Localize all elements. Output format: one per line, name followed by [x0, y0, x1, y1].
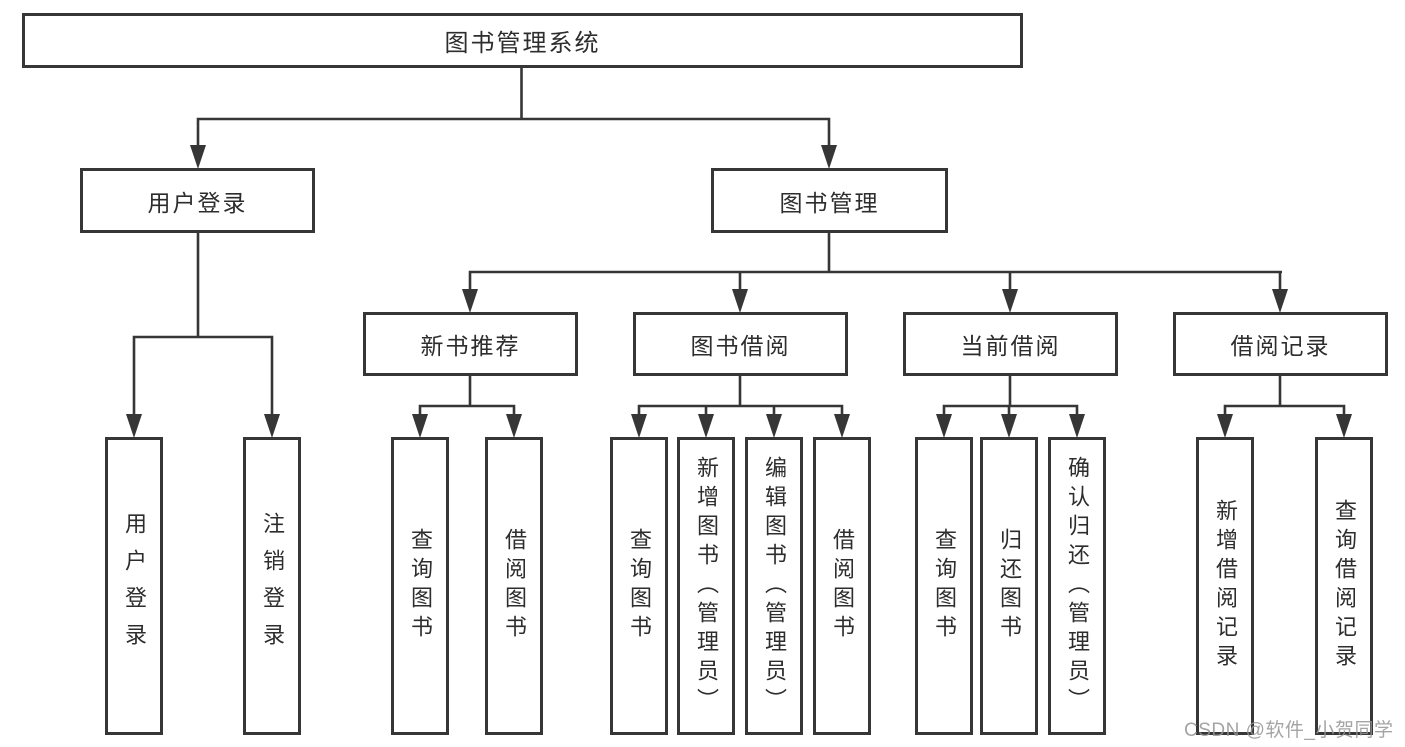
leaf-label: 注销登录: [260, 512, 285, 660]
leaf-borrow-books-newbook: 借阅图书: [485, 437, 543, 735]
node-user-login: 用户登录: [80, 168, 315, 233]
node-label: 图书借阅: [690, 333, 791, 359]
leaf-query-borrow-record: 查询借阅记录: [1315, 437, 1373, 735]
node-label: 图书管理系统: [444, 30, 601, 57]
leaf-edit-book-admin: 编辑图书（管理员）: [745, 437, 803, 735]
leaf-label: 查询图书: [627, 528, 652, 644]
leaf-confirm-return-admin: 确认归还（管理员）: [1048, 437, 1106, 735]
node-label: 当前借阅: [960, 333, 1061, 359]
leaf-add-borrow-record: 新增借阅记录: [1196, 437, 1254, 735]
leaf-label: 借阅图书: [502, 528, 527, 644]
leaf-query-books-borrow: 查询图书: [610, 437, 668, 735]
node-label: 图书管理: [779, 189, 880, 216]
leaf-label: 查询图书: [932, 528, 957, 644]
node-label: 借阅记录: [1230, 333, 1331, 359]
leaf-query-books-newbook: 查询图书: [391, 437, 449, 735]
node-library-management-system: 图书管理系统: [22, 13, 1023, 68]
node-borrow-records: 借阅记录: [1173, 312, 1388, 376]
leaf-label: 编辑图书（管理员）: [762, 455, 787, 717]
node-label: 新书推荐: [420, 333, 521, 359]
leaf-query-books-current: 查询图书: [915, 437, 973, 735]
leaf-borrow-books-borrow: 借阅图书: [813, 437, 871, 735]
leaf-label: 借阅图书: [830, 528, 855, 644]
node-book-management: 图书管理: [711, 168, 948, 233]
leaf-logout: 注销登录: [243, 437, 301, 735]
leaf-label: 查询借阅记录: [1332, 499, 1357, 673]
leaf-return-book: 归还图书: [980, 437, 1038, 735]
leaf-label: 新增图书（管理员）: [694, 455, 719, 717]
leaf-label: 确认归还（管理员）: [1065, 455, 1090, 717]
node-book-borrow: 图书借阅: [633, 312, 848, 376]
leaf-label: 新增借阅记录: [1213, 499, 1238, 673]
node-new-book-recommend: 新书推荐: [363, 312, 578, 376]
leaf-user-login: 用户登录: [105, 437, 163, 735]
leaf-label: 用户登录: [122, 512, 147, 660]
csdn-watermark: CSDN @软件_小贺同学: [1184, 720, 1394, 741]
leaf-label: 查询图书: [408, 528, 433, 644]
leaf-label: 归还图书: [997, 528, 1022, 644]
node-label: 用户登录: [147, 189, 248, 216]
leaf-add-book-admin: 新增图书（管理员）: [677, 437, 735, 735]
node-current-borrow: 当前借阅: [903, 312, 1118, 376]
